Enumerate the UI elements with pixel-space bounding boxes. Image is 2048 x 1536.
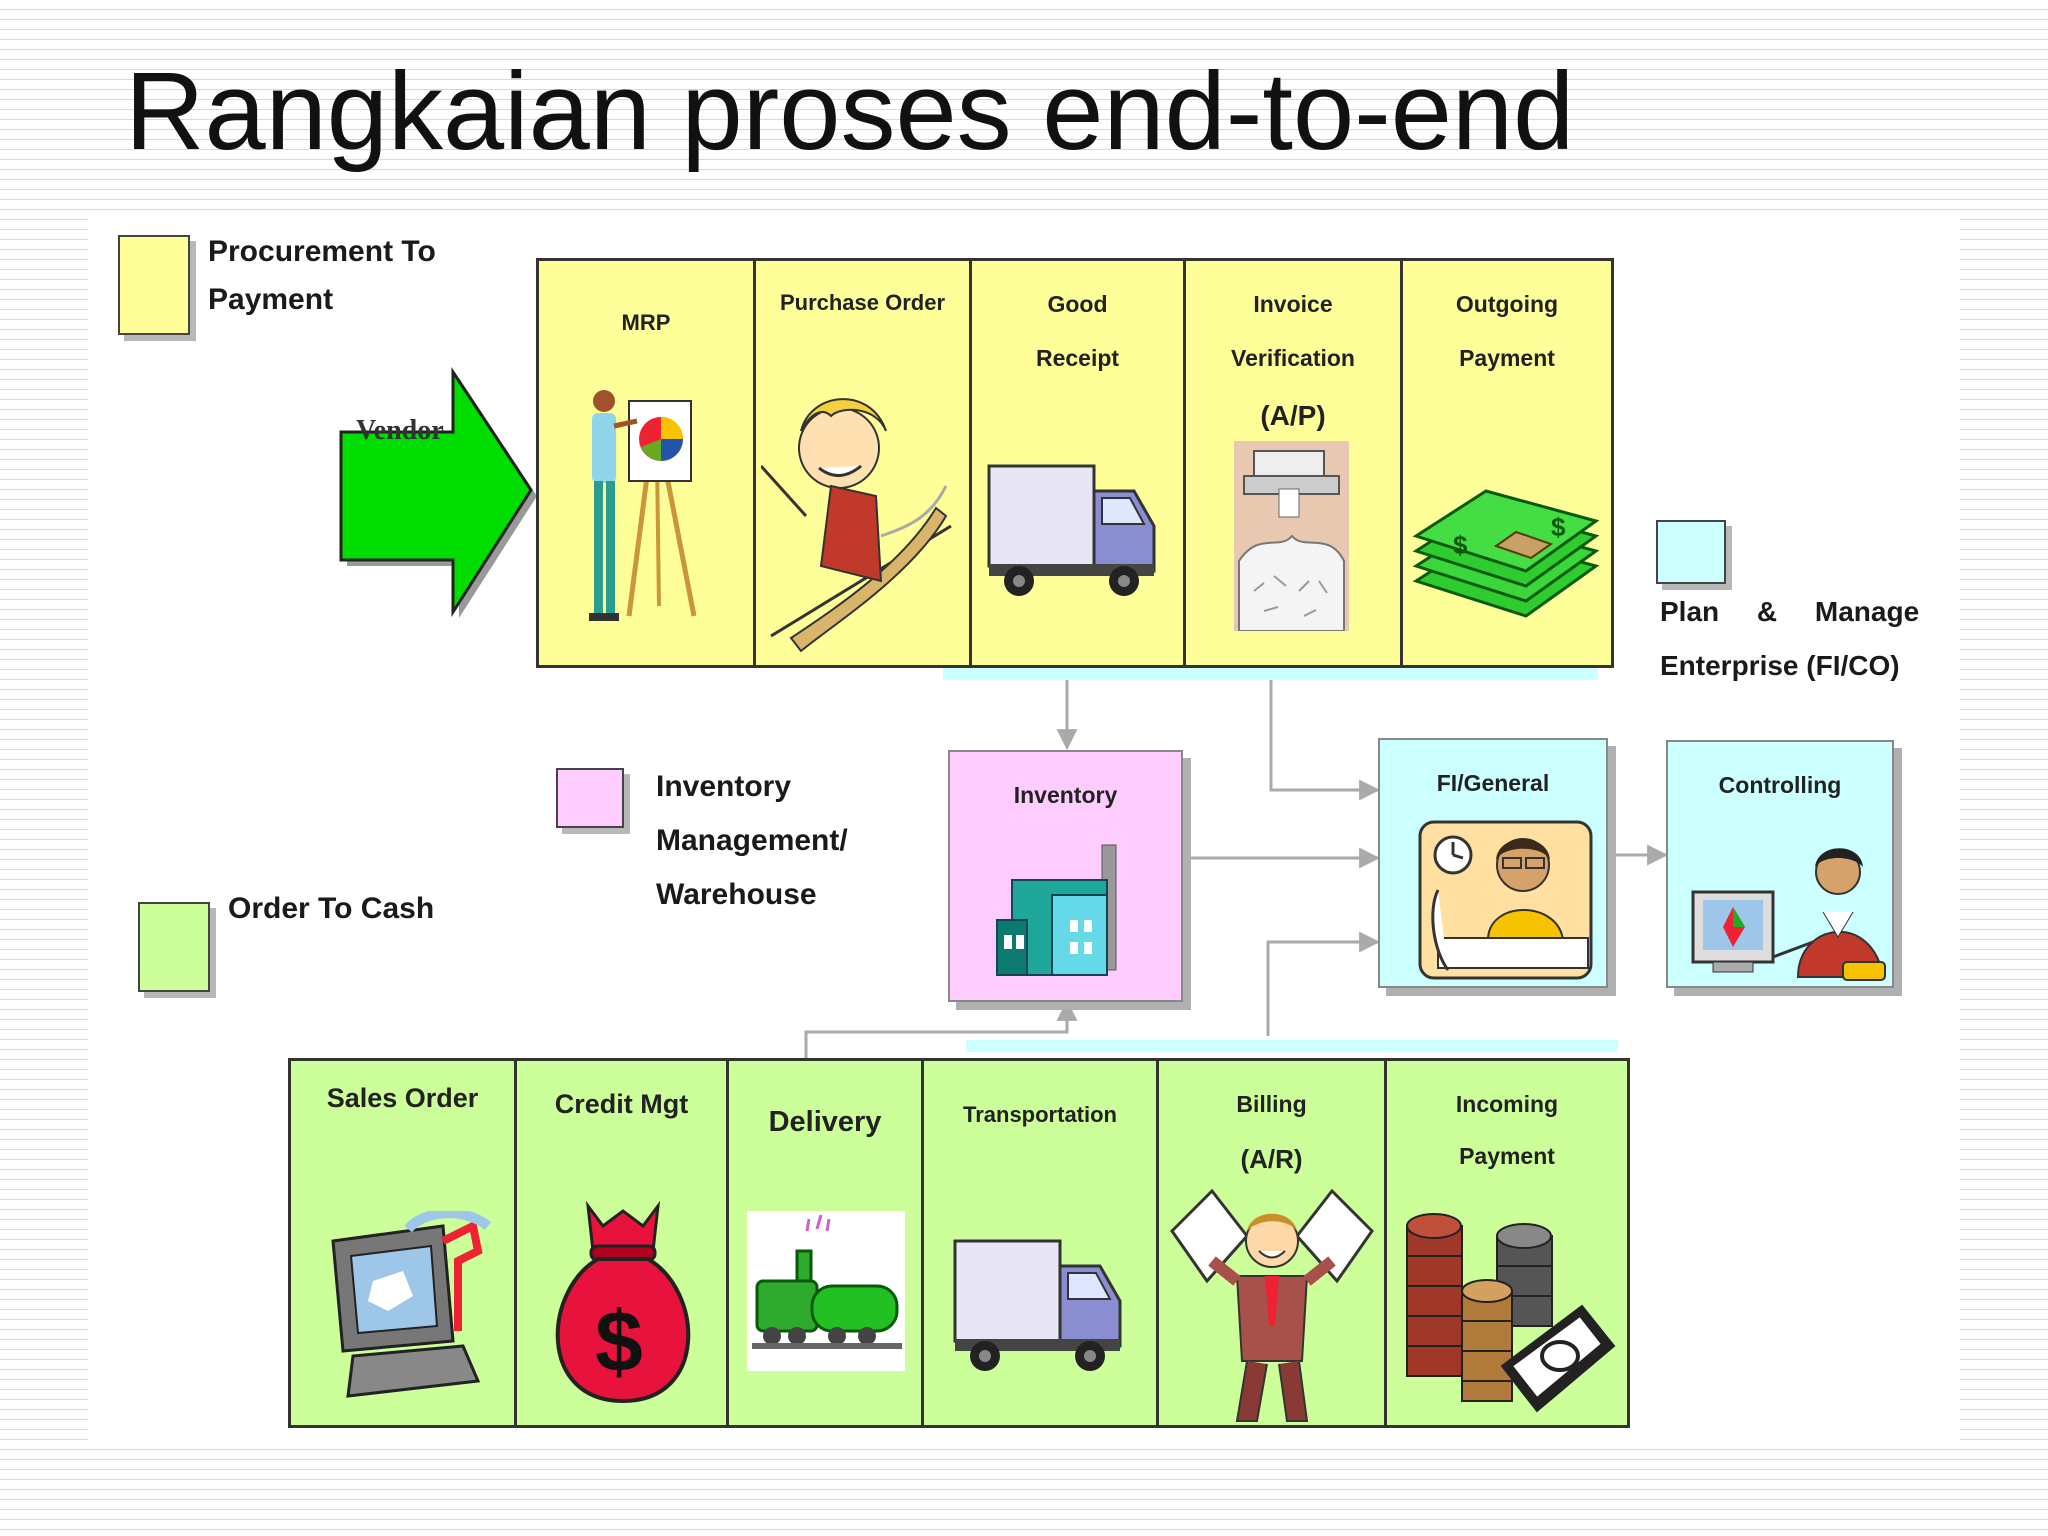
legend-procurement-label: Procurement To Payment [208,235,436,316]
fi-general-label: FI/General [1436,770,1550,796]
ap-to-fi-line [1269,668,1381,801]
step-purchase-order-label: Purchase Order [779,290,946,315]
coins-cash-icon [1406,1213,1616,1413]
step-mrp: MRP [539,261,756,665]
step-invoice-label-2: Verification [1231,345,1355,371]
step-billing: Billing (A/R) [1159,1061,1387,1425]
cash-stack-icon: $ $ [1412,489,1600,618]
vendor-label: Vendor [356,415,444,446]
step-outgoing-label-1: Outgoing [1455,291,1559,317]
step-mrp-label: MRP [621,310,671,335]
step-transportation-label: Transportation [962,1102,1117,1127]
sales-process-box: Sales Order Credit Mgt $ Delivery [288,1058,1630,1428]
svg-text:$: $ [1453,530,1468,560]
process-diagram: Procurement To Payment Order To Cash Inv… [88,210,1960,1440]
step-good-receipt: Good Receipt [972,261,1186,665]
legend-plan-label-2: Enterprise (FI/CO) [1660,650,1900,681]
man-with-papers-icon [1170,1188,1374,1422]
legend-procurement-swatch [118,235,190,335]
legend-plan-label-1: Plan & Manage [1660,596,1920,627]
step-billing-label-1: Billing [1236,1091,1307,1117]
step-outgoing-payment: Outgoing Payment $ $ [1403,261,1611,665]
truck-icon [987,464,1156,596]
legend-order-cash-swatch [138,902,210,992]
legend-order-cash-label: Order To Cash [228,892,435,925]
paper-shredder-icon [1234,441,1349,631]
step-incoming-label-2: Payment [1459,1143,1555,1169]
train-icon [747,1211,905,1371]
step-sales-order-label: Sales Order [326,1083,479,1113]
step-billing-label-2: (A/R) [1240,1144,1303,1174]
warehouse-building-icon [996,844,1117,976]
step-invoice-verification: Invoice Verification (A/P) [1186,261,1403,665]
vendor-arrow [339,367,537,618]
step-transportation: Transportation [924,1061,1159,1425]
slide-title: Rangkaian proses end-to-end [125,50,1575,173]
step-invoice-label-1: Invoice [1253,291,1333,317]
computer-music-icon [331,1211,492,1398]
inventory-box-label: Inventory [1013,782,1118,808]
step-good-receipt-label-1: Good [1047,291,1108,317]
manager-computer-icon [1691,848,1886,981]
step-credit-mgt: Credit Mgt $ [517,1061,729,1425]
sales-shadow-bar [966,1040,1618,1052]
svg-text:$: $ [1551,512,1566,542]
step-incoming-payment: Incoming Payment [1387,1061,1627,1425]
step-sales-order: Sales Order [291,1061,517,1425]
delivery-to-inventory-line [804,999,1078,1062]
step-delivery-label: Delivery [768,1106,882,1138]
step-good-receipt-label-2: Receipt [1035,345,1120,371]
step-invoice-label-3: (A/P) [1260,400,1326,431]
ar-to-fi-line [1266,931,1381,1036]
step-purchase-order: Purchase Order [756,261,972,665]
step-outgoing-label-2: Payment [1459,345,1555,371]
connector-lines [804,668,1669,1062]
money-bag-icon: $ [555,1201,691,1404]
legend-inventory-label: Inventory Management/ Warehouse [656,770,848,911]
step-credit-mgt-label: Credit Mgt [554,1089,689,1119]
inventory-box: Inventory [948,750,1183,1002]
controlling-label: Controlling [1718,772,1842,798]
presenter-easel-icon [589,390,697,621]
procurement-shadow-bar [943,668,1598,680]
step-incoming-label-1: Incoming [1455,1091,1559,1117]
accountant-icon [1418,820,1593,980]
legend-plan-swatch [1656,520,1726,584]
surfer-icon [761,398,952,653]
step-delivery: Delivery [729,1061,924,1425]
delivery-truck-icon [953,1239,1122,1371]
legend-inventory-swatch [556,768,624,828]
fi-general-box: FI/General [1378,738,1608,988]
procurement-process-box: MRP Purchase Order [536,258,1614,668]
svg-text:$: $ [595,1294,643,1390]
controlling-box: Controlling [1666,740,1894,988]
